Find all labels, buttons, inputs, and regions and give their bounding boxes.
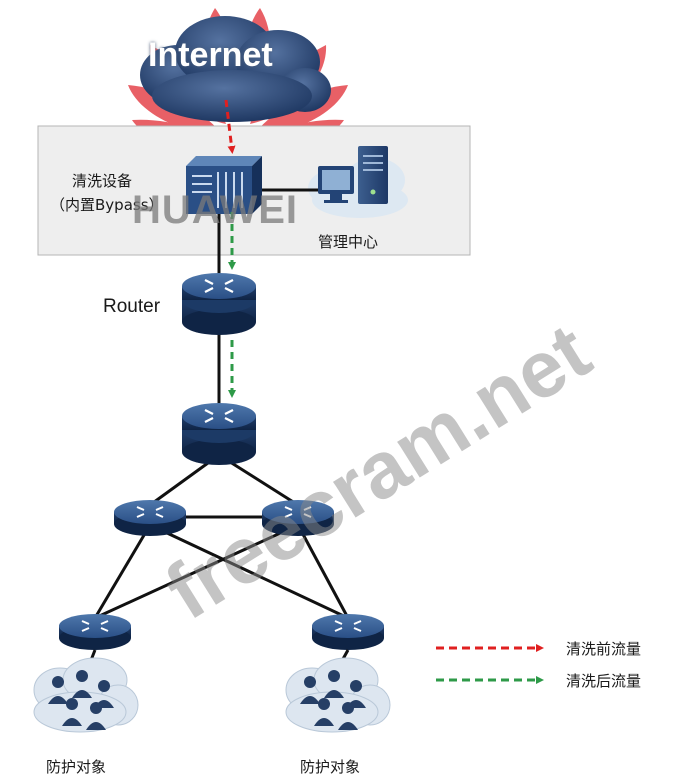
protected-object-label-right: 防护对象: [300, 758, 361, 776]
legend-label-before: 清洗前流量: [566, 640, 642, 658]
internet-label: Internet: [148, 36, 273, 74]
access-router-right-icon: [312, 614, 384, 650]
internet-cloud: [140, 16, 331, 122]
monitor-icon: [318, 166, 354, 203]
huawei-watermark-text: HUAWEI: [132, 188, 298, 232]
access-router-left-icon: [59, 614, 131, 650]
red-traffic-arrow: [224, 99, 236, 154]
protected-users-left-icon: [33, 657, 139, 733]
cleaning-device-label-line2: （内置Bypass）: [50, 196, 164, 214]
management-center-label: 管理中心: [318, 233, 379, 251]
server-icon: [358, 146, 388, 204]
agg-router-left-icon: [114, 500, 186, 536]
agg-router-right-icon: [262, 500, 334, 536]
cleaning-device-label-line1: 清洗设备: [72, 172, 133, 190]
protected-users-right-icon: [285, 657, 391, 733]
legend-label-after: 清洗后流量: [566, 672, 642, 690]
router-label: Router: [103, 296, 161, 317]
cleaning-device-icon: [186, 156, 262, 214]
protected-object-label-left: 防护对象: [46, 758, 107, 776]
core-router-icon: [182, 403, 256, 465]
router-icon: [182, 273, 256, 335]
